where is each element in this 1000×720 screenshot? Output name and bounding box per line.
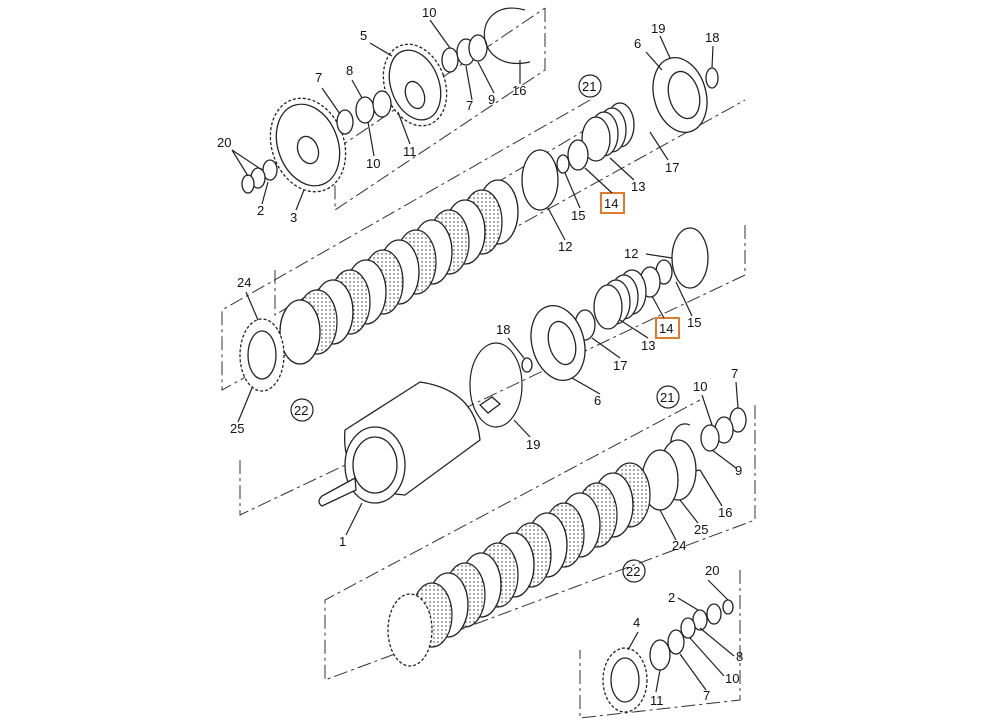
callout-7: 7 xyxy=(315,70,322,85)
callout-22-circle xyxy=(622,559,646,583)
callout-20: 20 xyxy=(705,563,719,578)
clutch-pack-upper xyxy=(239,179,519,392)
callout-22-circle xyxy=(290,398,314,422)
callout-18: 18 xyxy=(496,322,510,337)
callout-5: 5 xyxy=(360,28,367,43)
callout-18: 18 xyxy=(705,30,719,45)
callouts: 20 2 3 5 7 8 10 10 11 7 9 16 19 6 18 21 … xyxy=(217,5,743,708)
callout-7: 7 xyxy=(731,366,738,381)
frame-bottom xyxy=(579,570,741,719)
gear-3 xyxy=(269,97,347,193)
callout-10: 10 xyxy=(725,671,739,686)
frame-mid xyxy=(239,225,746,516)
callout-19: 19 xyxy=(651,21,665,36)
callout-14: 14 xyxy=(604,196,618,211)
callout-24: 24 xyxy=(672,538,686,553)
callout-4: 4 xyxy=(633,615,640,630)
callout-17: 17 xyxy=(613,358,627,373)
callout-9: 9 xyxy=(488,92,495,107)
callout-6: 6 xyxy=(634,36,641,51)
callout-14-highlight xyxy=(600,192,625,214)
callout-1: 1 xyxy=(339,534,346,549)
callout-25: 25 xyxy=(694,522,708,537)
callout-11: 11 xyxy=(650,693,664,708)
callout-11: 11 xyxy=(403,144,417,159)
mid-group xyxy=(469,227,709,428)
clutch-pack-lower xyxy=(387,407,747,667)
callout-20: 20 xyxy=(217,135,231,150)
callout-7: 7 xyxy=(466,98,473,113)
callout-10: 10 xyxy=(422,5,436,20)
callout-22: 22 xyxy=(294,403,308,418)
callout-17: 17 xyxy=(665,160,679,175)
callout-10: 10 xyxy=(693,379,707,394)
bottom-group xyxy=(602,599,734,713)
callout-19: 19 xyxy=(526,437,540,452)
callout-2: 2 xyxy=(668,590,675,605)
callout-6: 6 xyxy=(594,393,601,408)
callout-9: 9 xyxy=(735,463,742,478)
rings-top xyxy=(241,7,531,194)
callout-25: 25 xyxy=(230,421,244,436)
callout-8: 8 xyxy=(736,649,743,664)
callout-14-highlight xyxy=(655,317,680,339)
callout-15: 15 xyxy=(687,315,701,330)
drum-1 xyxy=(318,381,502,507)
gear-5 xyxy=(382,43,448,127)
callout-12: 12 xyxy=(624,246,638,261)
callout-21-circle xyxy=(578,74,602,98)
callout-21: 21 xyxy=(582,79,596,94)
callout-7: 7 xyxy=(703,688,710,703)
callout-8: 8 xyxy=(346,63,353,78)
callout-21-circle xyxy=(656,385,680,409)
callout-16: 16 xyxy=(718,505,732,520)
callout-3: 3 xyxy=(290,210,297,225)
piston-6-top xyxy=(652,57,719,133)
callout-12: 12 xyxy=(558,239,572,254)
callout-10: 10 xyxy=(366,156,380,171)
callout-2: 2 xyxy=(257,203,264,218)
callout-21: 21 xyxy=(660,390,674,405)
callout-24: 24 xyxy=(237,275,251,290)
frame-lower xyxy=(324,399,756,681)
callout-13: 13 xyxy=(641,338,655,353)
leader-lines xyxy=(231,19,739,693)
callout-16: 16 xyxy=(512,83,526,98)
callout-15: 15 xyxy=(571,208,585,223)
callout-13: 13 xyxy=(631,179,645,194)
callout-22: 22 xyxy=(626,564,640,579)
callout-14: 14 xyxy=(659,321,673,336)
springs-13-top xyxy=(521,102,635,211)
